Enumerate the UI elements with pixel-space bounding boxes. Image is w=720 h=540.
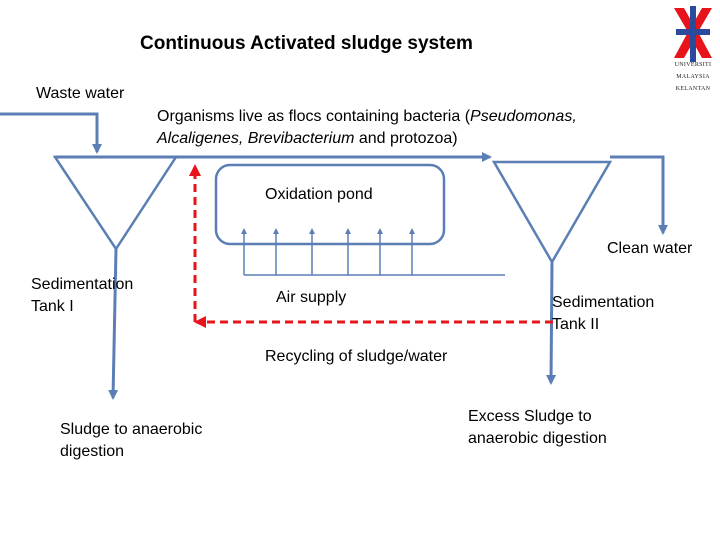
oxidation-pond [214, 163, 446, 246]
clean-water-outlet-line [610, 155, 668, 235]
organisms-description: Organisms live as flocs containing bacte… [157, 106, 577, 150]
excess-sludge-label: Excess Sludge to anaerobic digestion [468, 406, 607, 450]
sedimentation-tank-1 [52, 155, 179, 252]
sed-tank-1-line1: Sedimentation [31, 276, 134, 293]
waste-water-inlet-line [0, 112, 102, 154]
sed-tank-1-line2: Tank I [31, 298, 74, 315]
sedimentation-tank-2-label: Sedimentation Tank II [552, 292, 654, 336]
sed-tank-2-line1: Sedimentation [552, 294, 655, 311]
university-logo-icon [674, 6, 712, 62]
organisms-text-2b: and protozoa) [354, 130, 458, 147]
sludge-anaerobic-line1: Sludge to anaerobic [60, 421, 203, 438]
air-supply-label: Air supply [276, 289, 347, 306]
excess-sludge-line1: Excess Sludge to [468, 408, 592, 425]
organisms-text-2a: Alcaligenes, Brevibacterium [157, 130, 355, 147]
university-logo: UNIVERSITI MALAYSIA KELANTAN [668, 4, 718, 100]
diagram-title: Continuous Activated sludge system [140, 33, 473, 54]
sludge-anaerobic-label: Sludge to anaerobic digestion [60, 419, 202, 463]
organisms-text-1a: Organisms live as flocs containing bacte… [157, 108, 471, 125]
oxidation-pond-label: Oxidation pond [265, 186, 373, 203]
air-pipe-arrow-2 [273, 228, 279, 234]
air-pipe-arrow-5 [377, 228, 383, 234]
organisms-text-1b: Pseudomonas, [470, 108, 577, 125]
sludge-anaerobic-line2: digestion [60, 443, 125, 460]
excess-sludge-line2: anaerobic digestion [468, 430, 607, 447]
air-pipe-arrow-1 [241, 228, 247, 234]
logo-text-line1: UNIVERSITI [674, 62, 712, 68]
sed-tank-2-line2: Tank II [552, 316, 600, 333]
air-pipe-arrow-4 [345, 228, 351, 234]
air-pipe-arrow-3 [309, 228, 315, 234]
logo-text-line3: KELANTAN [675, 86, 711, 92]
tank-1-sludge-outlet [108, 248, 119, 400]
clean-water-label: Clean water [607, 240, 693, 257]
sedimentation-tank-1-label: Sedimentation Tank I [31, 274, 133, 318]
logo-text-line2: MALAYSIA [676, 74, 710, 80]
air-supply-pipes [241, 228, 415, 275]
recycling-label: Recycling of sludge/water [265, 348, 448, 365]
sedimentation-tank-2 [491, 160, 613, 265]
waste-water-label: Waste water [36, 85, 125, 102]
air-pipe-arrow-6 [409, 228, 415, 234]
